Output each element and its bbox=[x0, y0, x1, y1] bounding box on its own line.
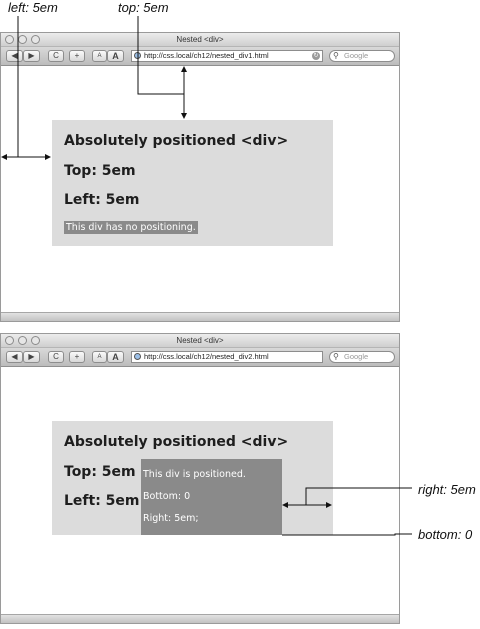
address-bar[interactable]: http://css.local/ch12/nested_div1.html ↻ bbox=[131, 50, 323, 62]
window-title: Nested <div> bbox=[176, 336, 224, 345]
reload-button[interactable]: C bbox=[48, 50, 64, 62]
outer-div-left-line: Left: 5em bbox=[64, 493, 140, 509]
forward-button[interactable]: ▶ bbox=[23, 50, 40, 62]
reload-button[interactable]: C bbox=[48, 351, 64, 363]
search-field[interactable]: ⚲ Google bbox=[329, 351, 395, 363]
back-button[interactable]: ◀ bbox=[6, 351, 23, 363]
search-icon: ⚲ bbox=[333, 51, 339, 60]
globe-icon bbox=[134, 353, 141, 360]
outer-div-top-line: Top: 5em bbox=[64, 464, 136, 480]
title-bar: Nested <div> bbox=[1, 334, 399, 348]
positioned-div-line-2: Bottom: 0 bbox=[143, 491, 191, 502]
outer-div-top-line: Top: 5em bbox=[64, 163, 136, 179]
browser-window-1: Nested <div> ◀ ▶ C + A A http://css.loca… bbox=[0, 32, 400, 322]
back-button[interactable]: ◀ bbox=[6, 50, 23, 62]
minimize-window-icon[interactable] bbox=[18, 35, 27, 44]
absolute-div: Absolutely positioned <div> Top: 5em Lef… bbox=[52, 421, 333, 535]
zoom-window-icon[interactable] bbox=[31, 336, 40, 345]
browser-window-2: Nested <div> ◀ ▶ C + A A http://css.loca… bbox=[0, 333, 400, 624]
positioned-div: This div is positioned. Bottom: 0 Right:… bbox=[141, 459, 282, 535]
search-field[interactable]: ⚲ Google bbox=[329, 50, 395, 62]
text-bigger-button[interactable]: A bbox=[107, 50, 124, 62]
zoom-window-icon[interactable] bbox=[31, 35, 40, 44]
page-content: Absolutely positioned <div> Top: 5em Lef… bbox=[1, 66, 399, 321]
browser-toolbar: ◀ ▶ C + A A http://css.local/ch12/nested… bbox=[1, 47, 399, 66]
annotation-bottom: bottom: 0 bbox=[418, 527, 473, 542]
outer-div-heading: Absolutely positioned <div> bbox=[64, 434, 289, 450]
window-title: Nested <div> bbox=[176, 35, 224, 44]
window-bottom-bar bbox=[1, 614, 399, 623]
text-bigger-button[interactable]: A bbox=[107, 351, 124, 363]
annotation-left: left: 5em bbox=[8, 0, 58, 15]
search-icon: ⚲ bbox=[333, 352, 339, 361]
text-smaller-button[interactable]: A bbox=[92, 351, 107, 363]
close-window-icon[interactable] bbox=[5, 35, 14, 44]
search-placeholder: Google bbox=[344, 352, 369, 361]
absolute-div: Absolutely positioned <div> Top: 5em Lef… bbox=[52, 120, 333, 246]
minimize-window-icon[interactable] bbox=[18, 336, 27, 345]
close-window-icon[interactable] bbox=[5, 336, 14, 345]
browser-toolbar: ◀ ▶ C + A A http://css.local/ch12/nested… bbox=[1, 348, 399, 367]
annotation-top: top: 5em bbox=[118, 0, 169, 15]
window-bottom-bar bbox=[1, 312, 399, 321]
annotation-right: right: 5em bbox=[418, 482, 476, 497]
url-text: http://css.local/ch12/nested_div2.html bbox=[144, 352, 269, 361]
title-bar: Nested <div> bbox=[1, 33, 399, 47]
address-bar[interactable]: http://css.local/ch12/nested_div2.html bbox=[131, 351, 323, 363]
globe-icon bbox=[134, 52, 141, 59]
add-bookmark-button[interactable]: + bbox=[69, 50, 85, 62]
positioned-div-line-3: Right: 5em; bbox=[143, 513, 199, 524]
positioned-div-line-1: This div is positioned. bbox=[143, 469, 246, 480]
unpositioned-div: This div has no positioning. bbox=[64, 221, 198, 234]
forward-button[interactable]: ▶ bbox=[23, 351, 40, 363]
url-text: http://css.local/ch12/nested_div1.html bbox=[144, 51, 269, 60]
add-bookmark-button[interactable]: + bbox=[69, 351, 85, 363]
page-content: Absolutely positioned <div> Top: 5em Lef… bbox=[1, 367, 399, 623]
reload-icon[interactable]: ↻ bbox=[312, 52, 320, 60]
outer-div-heading: Absolutely positioned <div> bbox=[64, 133, 289, 149]
search-placeholder: Google bbox=[344, 51, 369, 60]
text-smaller-button[interactable]: A bbox=[92, 50, 107, 62]
outer-div-left-line: Left: 5em bbox=[64, 192, 140, 208]
